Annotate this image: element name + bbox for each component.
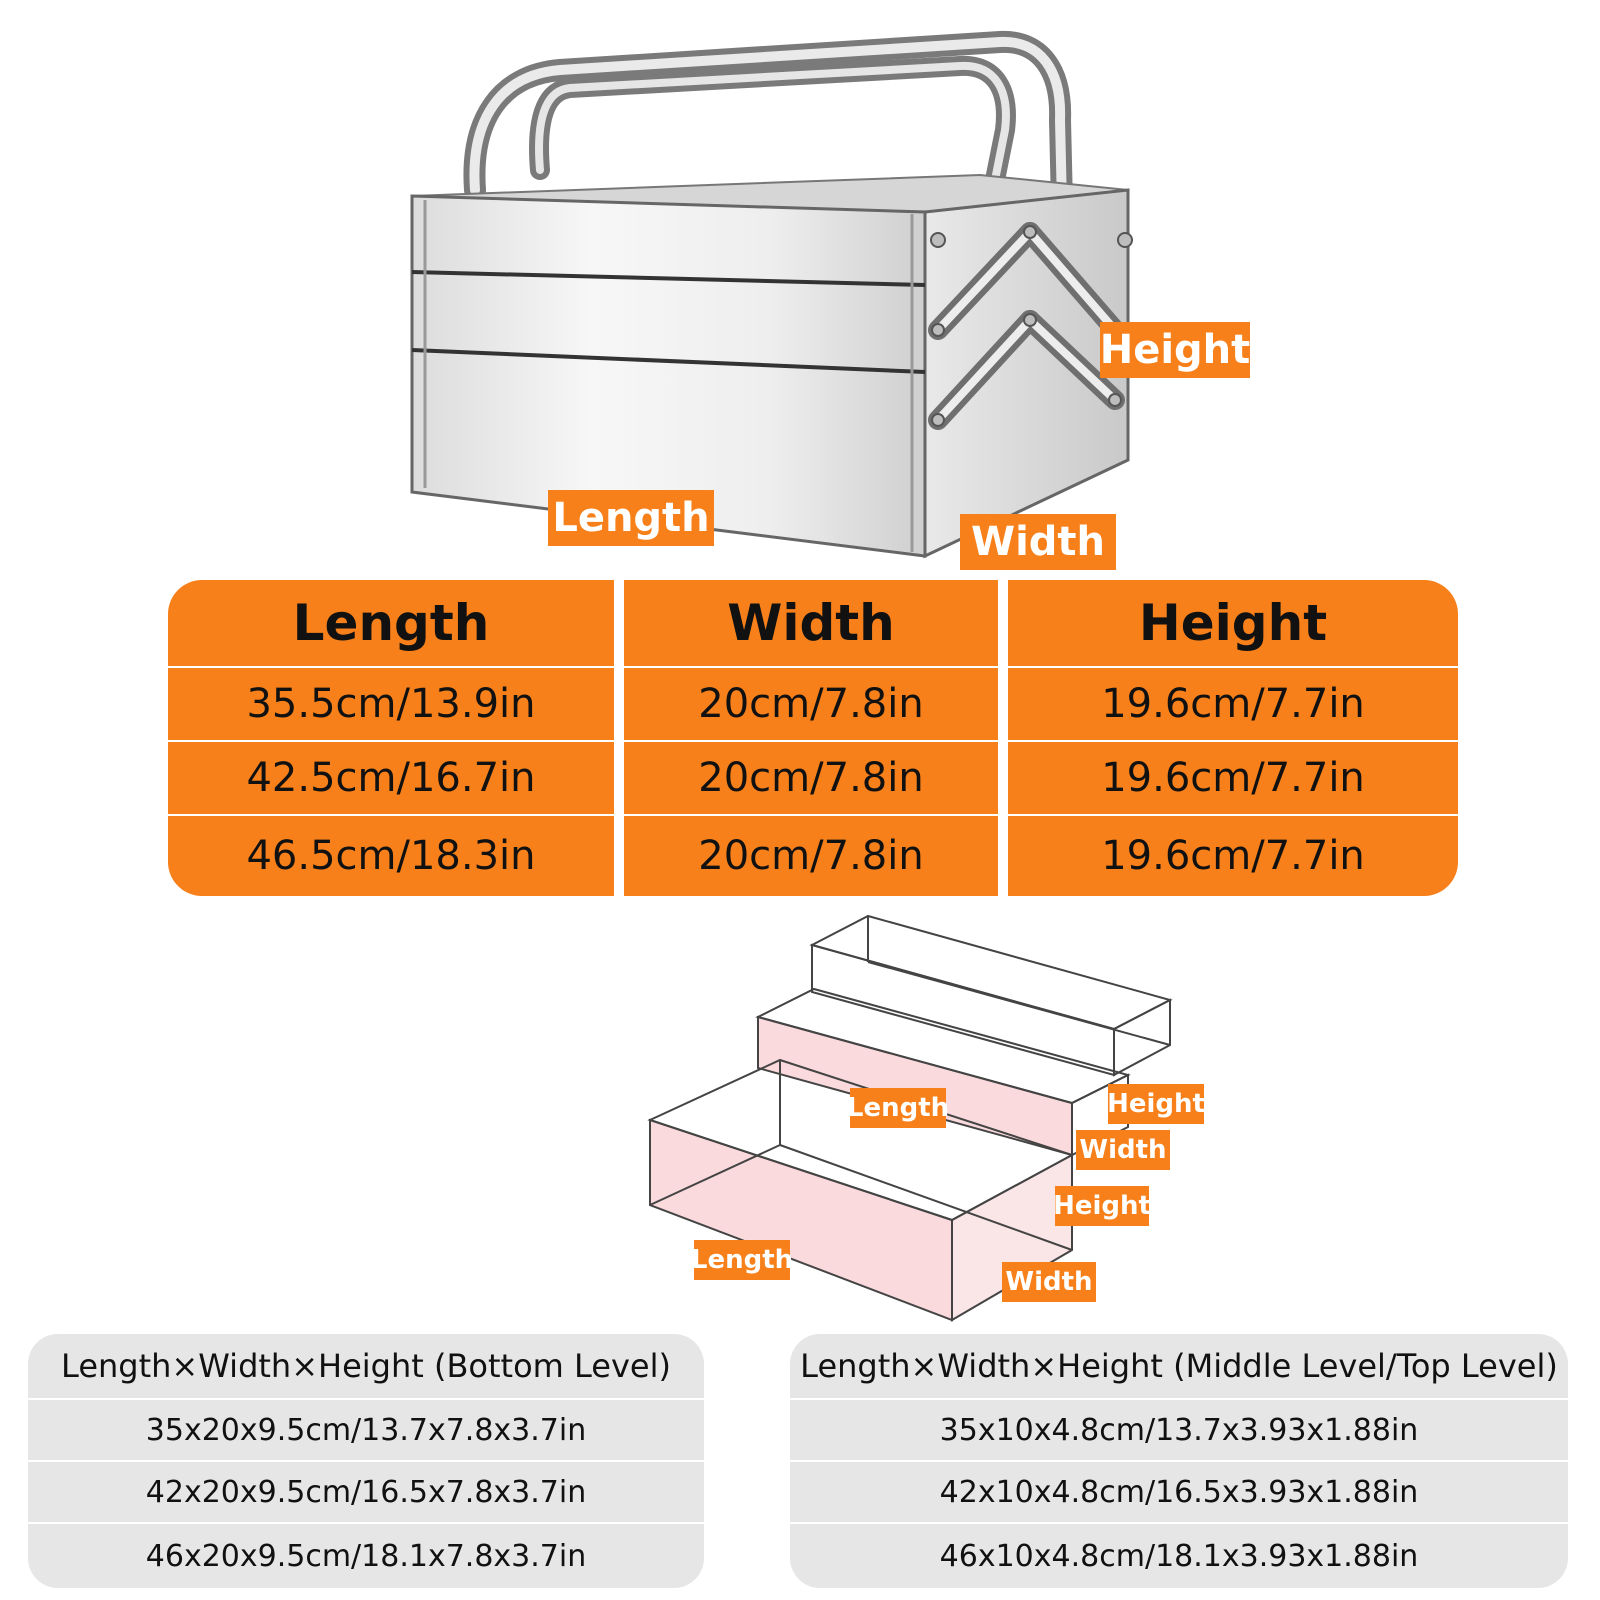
diagram-upper-height-tag: Height bbox=[1107, 1084, 1205, 1124]
bottom-level-title: Length×Width×Height (Bottom Level) bbox=[28, 1334, 704, 1398]
toolbox-length-tag: Length bbox=[548, 490, 714, 546]
length-cell: 42.5cm/16.7in bbox=[168, 742, 614, 814]
middle-top-level-table: Length×Width×Height (Middle Level/Top Le… bbox=[790, 1334, 1568, 1590]
length-cell: 35.5cm/13.9in bbox=[168, 668, 614, 740]
toolbox-width-tag: Width bbox=[960, 514, 1116, 570]
middle-top-level-row: 42x10x4.8cm/16.5x3.93x1.88in bbox=[790, 1462, 1568, 1522]
height-cell: 19.6cm/7.7in bbox=[1008, 668, 1458, 740]
diagram-lower-height-tag: Height bbox=[1053, 1186, 1151, 1226]
height-cell: 19.6cm/7.7in bbox=[1008, 816, 1458, 896]
width-column: Width 20cm/7.8in 20cm/7.8in 20cm/7.8in bbox=[624, 580, 998, 896]
diagram-lower-length-tag: Length bbox=[691, 1240, 793, 1280]
bottom-level-row: 35x20x9.5cm/13.7x7.8x3.7in bbox=[28, 1400, 704, 1460]
toolbox-height-tag: Height bbox=[1100, 322, 1250, 378]
width-cell: 20cm/7.8in bbox=[624, 742, 998, 814]
length-cell: 46.5cm/18.3in bbox=[168, 816, 614, 896]
diagram-upper-width-tag: Width bbox=[1076, 1130, 1170, 1170]
toolbox-illustration bbox=[410, 30, 1133, 559]
width-cell: 20cm/7.8in bbox=[624, 816, 998, 896]
dimensions-table: Length 35.5cm/13.9in 42.5cm/16.7in 46.5c… bbox=[168, 580, 1458, 896]
middle-top-level-title: Length×Width×Height (Middle Level/Top Le… bbox=[790, 1334, 1568, 1398]
diagram-upper-length-tag: Length bbox=[847, 1088, 949, 1128]
height-header: Height bbox=[1008, 580, 1458, 666]
length-column: Length 35.5cm/13.9in 42.5cm/16.7in 46.5c… bbox=[168, 580, 614, 896]
height-column: Height 19.6cm/7.7in 19.6cm/7.7in 19.6cm/… bbox=[1008, 580, 1458, 896]
bottom-level-row: 46x20x9.5cm/18.1x7.8x3.7in bbox=[28, 1524, 704, 1588]
width-cell: 20cm/7.8in bbox=[624, 668, 998, 740]
middle-top-level-row: 35x10x4.8cm/13.7x3.93x1.88in bbox=[790, 1400, 1568, 1460]
length-header: Length bbox=[168, 580, 614, 666]
width-header: Width bbox=[624, 580, 998, 666]
bottom-level-row: 42x20x9.5cm/16.5x7.8x3.7in bbox=[28, 1462, 704, 1522]
bottom-level-table: Length×Width×Height (Bottom Level) 35x20… bbox=[28, 1334, 704, 1590]
diagram-lower-width-tag: Width bbox=[1002, 1262, 1096, 1302]
middle-top-level-row: 46x10x4.8cm/18.1x3.93x1.88in bbox=[790, 1524, 1568, 1588]
height-cell: 19.6cm/7.7in bbox=[1008, 742, 1458, 814]
